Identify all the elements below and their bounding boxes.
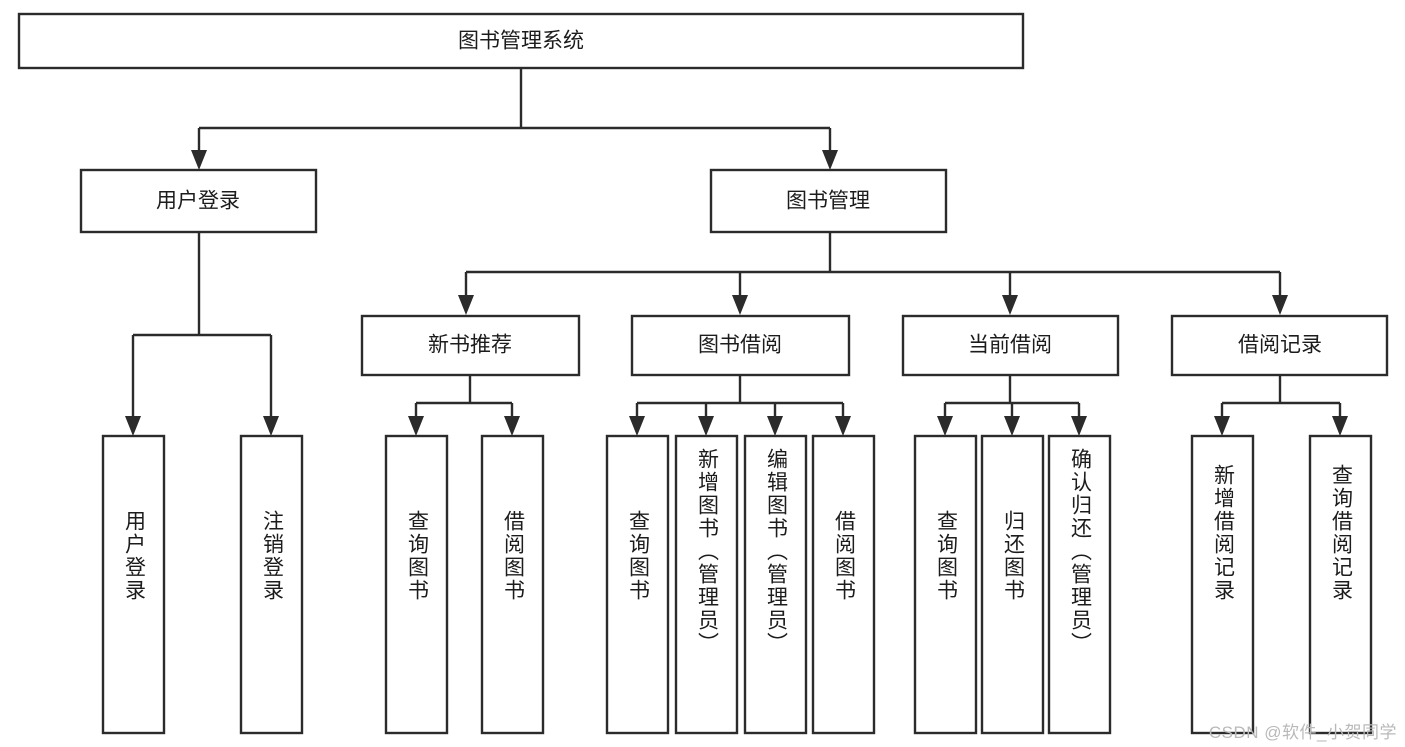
arrow-user-login-leaf-0 [125,416,141,436]
leaf-current-borrow-0-box[interactable] [913,434,978,735]
leaf-new-book-recommend-0-box[interactable] [384,434,449,735]
leaf-book-borrow-3[interactable]: 借阅图书 [811,434,876,735]
arrow-borrow-leaf-0 [629,416,645,436]
leaf-user-login-0-label: 用户登录 [122,510,146,602]
leaf-book-borrow-0[interactable]: 查询图书 [605,434,670,735]
leaf-borrow-record-1-label: 查询借阅记录 [1329,464,1353,602]
leaf-current-borrow-1-box[interactable] [980,434,1045,735]
node-book-borrow-label: 图书借阅 [698,334,782,357]
leaf-book-borrow-2-label: 编辑图书（管理员） [764,448,788,655]
arrow-user-login-leaf-1 [263,416,279,436]
leaf-book-borrow-1-box[interactable] [674,434,739,735]
arrow-book-mgmt-to-l3-1 [732,295,748,315]
leaf-book-borrow-1[interactable]: 新增图书（管理员） [674,434,739,735]
leaf-borrow-record-0-box[interactable] [1190,434,1255,735]
leaf-new-book-recommend-1[interactable]: 借阅图书 [480,434,545,735]
leaf-book-borrow-3-label: 借阅图书 [832,510,856,602]
arrow-book-mgmt-to-l3-0 [458,295,474,315]
arrow-book-mgmt-to-l3-2 [1002,295,1018,315]
leaf-new-book-recommend-0[interactable]: 查询图书 [384,434,449,735]
node-book-management-label: 图书管理 [786,190,870,213]
node-user-login[interactable]: 用户登录 [79,168,318,234]
leaf-new-book-recommend-0-label: 查询图书 [405,510,429,602]
node-book-management-box[interactable] [709,168,948,234]
arrow-borrow-leaf-2 [767,416,783,436]
node-new-book-recommend-box[interactable] [360,314,581,377]
leaf-current-borrow-1-label: 归还图书 [1001,510,1025,602]
leaf-user-login-0-box[interactable] [101,434,166,735]
leaf-user-login-1-label: 注销登录 [260,510,284,602]
leaf-user-login-1-box[interactable] [239,434,304,735]
connector-group [125,68,1348,436]
leaf-user-login-1[interactable]: 注销登录 [239,434,304,735]
arrow-current-leaf-0 [937,416,953,436]
node-book-borrow-box[interactable] [630,314,851,377]
leaf-book-borrow-3-box[interactable] [811,434,876,735]
leaf-book-borrow-2[interactable]: 编辑图书（管理员） [743,434,808,735]
leaf-borrow-record-0-label: 新增借阅记录 [1211,464,1235,602]
node-new-book-recommend[interactable]: 新书推荐 [360,314,581,377]
leaf-borrow-record-1-box[interactable] [1308,434,1373,735]
leaf-current-borrow-0[interactable]: 查询图书 [913,434,978,735]
leaf-current-borrow-1[interactable]: 归还图书 [980,434,1045,735]
arrow-record-leaf-0 [1214,416,1230,436]
arrow-book-mgmt-to-l3-3 [1272,295,1288,315]
node-borrow-record-label: 借阅记录 [1238,334,1322,357]
arrow-root-to-user-login [191,150,207,170]
leaf-current-borrow-2-label: 确认归还（管理员） [1068,448,1092,655]
arrow-current-leaf-1 [1004,416,1020,436]
leaf-current-borrow-2-box[interactable] [1047,434,1112,735]
node-current-borrow[interactable]: 当前借阅 [901,314,1120,377]
node-book-borrow[interactable]: 图书借阅 [630,314,851,377]
leaf-new-book-recommend-1-box[interactable] [480,434,545,735]
node-borrow-record[interactable]: 借阅记录 [1170,314,1389,377]
arrow-record-leaf-1 [1332,416,1348,436]
node-borrow-record-box[interactable] [1170,314,1389,377]
node-user-login-box[interactable] [79,168,318,234]
leaf-book-borrow-2-box[interactable] [743,434,808,735]
leaf-new-book-recommend-1-label: 借阅图书 [501,510,525,602]
node-current-borrow-label: 当前借阅 [968,334,1052,357]
arrow-recommend-leaf-0 [408,416,424,436]
leaf-book-borrow-0-label: 查询图书 [626,510,650,602]
leaf-borrow-record-0[interactable]: 新增借阅记录 [1190,434,1255,735]
arrow-borrow-leaf-3 [835,416,851,436]
leaf-current-borrow-2[interactable]: 确认归还（管理员） [1047,434,1112,735]
node-book-management[interactable]: 图书管理 [709,168,948,234]
leaf-borrow-record-1[interactable]: 查询借阅记录 [1308,434,1373,735]
arrow-borrow-leaf-1 [698,416,714,436]
node-current-borrow-box[interactable] [901,314,1120,377]
node-root-system[interactable]: 图书管理系统 [17,12,1025,70]
node-root-label: 图书管理系统 [458,30,584,53]
leaf-current-borrow-0-label: 查询图书 [934,510,958,602]
node-root-box[interactable] [17,12,1025,70]
leaf-user-login-0[interactable]: 用户登录 [101,434,166,735]
arrow-recommend-leaf-1 [504,416,520,436]
node-user-login-label: 用户登录 [156,190,240,213]
leaf-book-borrow-0-box[interactable] [605,434,670,735]
arrow-root-to-book-mgmt [822,150,838,170]
node-new-book-recommend-label: 新书推荐 [428,334,512,357]
arrow-current-leaf-2 [1071,416,1087,436]
leaf-book-borrow-1-label: 新增图书（管理员） [695,448,719,655]
